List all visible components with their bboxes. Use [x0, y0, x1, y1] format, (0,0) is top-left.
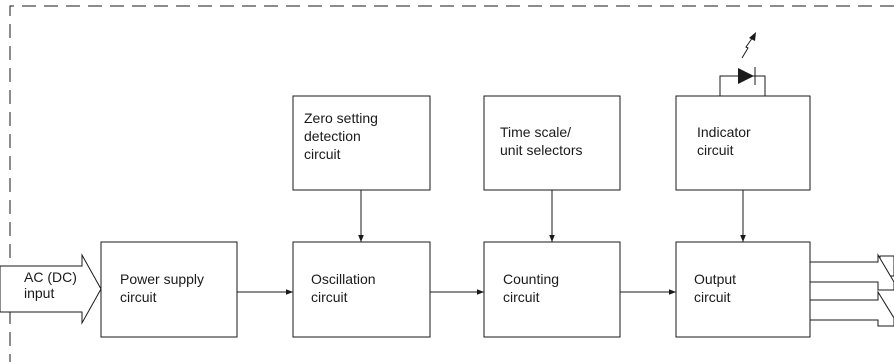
input-arrow	[0, 253, 102, 325]
time-scale-unit-selectors-block: Time scale/unit selectors	[483, 95, 621, 191]
enclosure-dashed-frame	[9, 5, 894, 362]
led-icon	[719, 32, 766, 96]
svg-text:Time scale/unit selectors: Time scale/unit selectors	[500, 124, 582, 158]
output-arrow-lower-head	[810, 290, 894, 327]
input-label: AC (DC) input	[24, 269, 81, 301]
output-arrow-upper-head	[810, 253, 894, 291]
